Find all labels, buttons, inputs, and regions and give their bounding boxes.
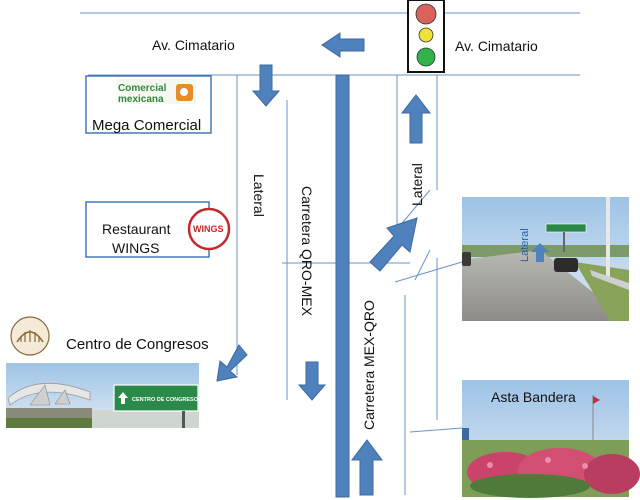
street-label-carretera-qro-mex: Carretera QRO-MEX — [299, 186, 315, 317]
photo-arrow-up — [531, 243, 549, 262]
arrow-left-cimatario — [321, 32, 365, 58]
traffic-light-middle-lamp — [418, 27, 434, 43]
photo-pointer-line — [394, 261, 463, 283]
asta-bandera-photo: Asta Bandera — [462, 380, 640, 498]
street-label-lateral-left: Lateral — [251, 174, 267, 217]
restaurant-label-line1: Restaurant — [102, 221, 171, 237]
street-label-cimatario-right: Av. Cimatario — [455, 38, 538, 54]
sign-arrow-up-icon — [118, 392, 128, 404]
street-label-lateral-right: Lateral — [409, 163, 425, 206]
comercial-logo-text-1: Comercial — [118, 83, 167, 94]
restaurant-label-line2: WINGS — [112, 240, 159, 256]
arrow-down-lateral-left-bottom — [297, 361, 327, 401]
arrow-up-right-merge — [369, 217, 418, 272]
street-label-cimatario-left: Av. Cimatario — [152, 37, 235, 53]
centro-congresos-photo-sign: CENTRO DE CONGRESOS — [92, 363, 202, 428]
traffic-light-top-lamp — [415, 3, 437, 25]
centro-congresos-label: Centro de Congresos — [66, 336, 209, 353]
arrow-down-lateral-left-top — [251, 64, 281, 107]
asta-bandera-label: Asta Bandera — [491, 389, 576, 405]
comercial-logo-text-2: mexicana — [118, 94, 164, 105]
merge-line-upper — [397, 189, 431, 229]
traffic-light — [407, 0, 445, 73]
arrow-up-mex-qro — [351, 439, 383, 496]
mega-comercial-label: Mega Comercial — [92, 117, 201, 134]
traffic-light-bottom-lamp — [416, 47, 436, 67]
street-label-carretera-mex-qro: Carretera MEX-QRO — [361, 300, 377, 430]
wings-logo: WINGS — [187, 207, 231, 251]
photo-car-right — [554, 258, 578, 272]
photo-car-left — [462, 252, 471, 266]
lateral-highway-photo: Lateral — [462, 197, 629, 321]
photo-lateral-label: Lateral — [519, 228, 531, 262]
main-highway-bar — [335, 74, 350, 498]
centro-congresos-logo — [10, 316, 50, 356]
congresos-sign-text: CENTRO DE CONGRESOS — [132, 397, 202, 403]
restaurant-wings-box: Restaurant WINGS WINGS — [85, 201, 231, 258]
flag-icon — [593, 396, 600, 404]
comercial-mexicana-logo: Comercial mexicana — [117, 79, 196, 105]
svg-text:WINGS: WINGS — [193, 224, 224, 234]
arrow-down-left-congresos — [216, 344, 248, 382]
mega-comercial-box: Comercial mexicana Mega Comercial — [85, 75, 212, 134]
arrow-up-lateral-right — [400, 94, 432, 144]
centro-congresos-photo-building — [6, 363, 92, 428]
asta-pointer-line — [409, 427, 463, 433]
